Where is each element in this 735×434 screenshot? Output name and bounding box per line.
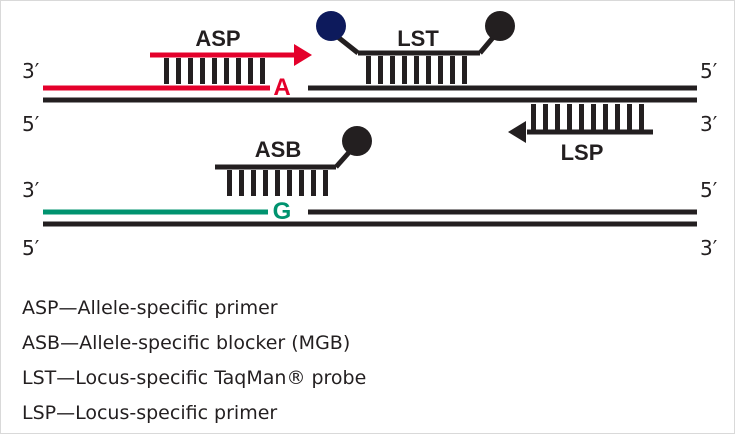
legend: ASP—Allele-specific primer ASB—Allele-sp… — [22, 293, 366, 433]
lower-panel: ASB G 3′ 5′ 5′ 3′ — [22, 126, 718, 260]
quencher-icon — [485, 11, 515, 41]
upper-panel: ASP LST LSP A 3′ 5′ 5′ 3′ — [22, 11, 718, 165]
lst-rungs — [366, 56, 467, 84]
lst-label: LST — [397, 26, 439, 51]
lower-top-right-end: 5′ — [700, 178, 718, 202]
asp-label: ASP — [195, 26, 240, 51]
upper-top-right-end: 5′ — [700, 59, 718, 83]
lsp-arrow-head — [508, 121, 526, 143]
reporter-dye-icon — [316, 11, 346, 41]
lsp-rungs — [531, 104, 644, 130]
asb-rungs — [227, 170, 328, 196]
lower-bottom-left-end: 5′ — [22, 236, 40, 260]
upper-bottom-left-end: 5′ — [22, 112, 40, 136]
asp-arrow-head — [294, 44, 312, 66]
upper-bottom-right-end: 3′ — [700, 112, 718, 136]
lower-top-left-end: 3′ — [22, 178, 40, 202]
legend-item-asb: ASB—Allele-specific blocker (MGB) — [22, 332, 351, 354]
allele-base-a: A — [273, 74, 290, 101]
asb-label: ASB — [255, 137, 301, 162]
mgb-quencher-icon — [342, 126, 372, 156]
allele-detection-diagram: ASP LST LSP A 3′ 5′ 5′ 3′ ASB G 3 — [22, 11, 718, 260]
legend-item-lsp: LSP—Locus-specific primer — [22, 402, 278, 424]
allele-base-g: G — [273, 198, 292, 225]
lower-bottom-right-end: 3′ — [700, 236, 718, 260]
asp-rungs — [164, 58, 265, 84]
upper-top-left-end: 3′ — [22, 59, 40, 83]
legend-item-asp: ASP—Allele-specific primer — [22, 297, 278, 319]
lsp-label: LSP — [561, 140, 604, 165]
legend-item-lst: LST—Locus-specific TaqMan® probe — [22, 367, 367, 389]
